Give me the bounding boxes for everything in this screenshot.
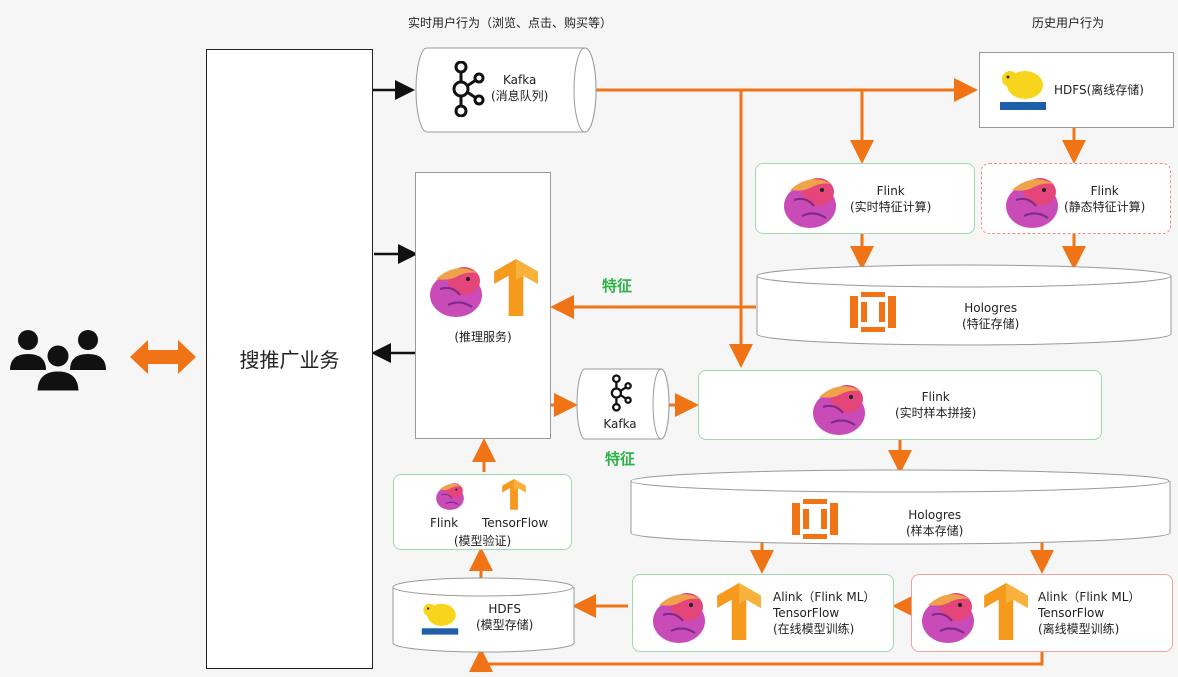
arrow-offline-loop [469,648,1044,672]
users-icon [8,326,108,398]
kafka-icon [445,60,485,121]
hadoop-icon [998,65,1048,117]
offline-training-sub: (离线模型训练) [1038,622,1120,636]
online-training-line1: Alink（Flink ML） [773,590,876,604]
inference-service-node: (推理服务) [415,172,551,439]
flink-icon [809,377,869,441]
offline-training-line1: Alink（Flink ML） [1038,590,1141,604]
hologres-icon [848,292,898,336]
hadoop-icon [420,599,460,641]
inference-sub: (推理服务) [454,330,512,344]
kafka-mid-name: Kafka [603,417,637,431]
flink-icon [1002,170,1062,234]
online-training-sub: (在线模型训练) [773,622,855,636]
online-training-line2: TensorFlow [773,606,840,620]
hologres-sample-sub: (样本存储) [906,524,964,538]
flink-icon [918,585,978,649]
flink-icon [780,170,840,234]
hdfs-model-node: HDFS (模型存储) [392,577,575,653]
flink-sample-sub: (实时样本拼接) [895,406,977,420]
online-training-node: Alink（Flink ML） TensorFlow (在线模型训练) [632,574,894,652]
flink-sample-join-node: Flink (实时样本拼接) [698,370,1102,440]
hdfs-offline-name: HDFS(离线存储) [1054,83,1144,97]
flink-sample-name: Flink [921,390,950,404]
kafka-icon [606,374,632,416]
hdfs-model-name: HDFS [488,602,521,616]
feature-label-bottom: 特征 [605,450,636,468]
flink-realtime-feature-node: Flink (实时特征计算) [755,163,975,234]
hologres-sample-name: Hologres [908,508,962,522]
hologres-feature-name: Hologres [964,301,1018,315]
hdfs-offline-node: HDFS(离线存储) [979,52,1174,128]
flink-static-sub: (静态特征计算) [1064,200,1146,214]
validation-flink: Flink [430,516,459,530]
hologres-sample-node: Hologres (样本存储) [630,469,1171,545]
users-business-double-arrow [130,340,196,374]
flink-icon [426,259,486,323]
flink-static-feature-node: Flink (静态特征计算) [981,163,1171,234]
tensorflow-icon [713,583,765,644]
kafka-top-node: Kafka (消息队列) [415,47,597,133]
offline-training-node: Alink（Flink ML） TensorFlow (离线模型训练) [911,574,1173,652]
hologres-feature-node: Hologres (特征存储) [756,264,1172,346]
online-training-label: Alink（Flink ML） TensorFlow (在线模型训练) [773,589,875,637]
history-behavior-label: 历史用户行为 [1032,16,1105,30]
flink-rt-sub: (实时特征计算) [850,200,932,214]
kafka-top-name: Kafka [503,73,537,87]
kafka-mid-node: Kafka [576,368,670,440]
tensorflow-icon [490,259,542,320]
validation-tensorflow: TensorFlow [482,516,549,530]
tensorflow-icon [500,479,528,514]
feature-label-top: 特征 [602,277,633,295]
hologres-icon [790,499,840,543]
flink-static-name: Flink [1090,184,1119,198]
offline-training-label: Alink（Flink ML） TensorFlow (离线模型训练) [1038,589,1140,637]
business-panel: 搜推广业务 [206,49,373,669]
business-label: 搜推广业务 [239,348,340,372]
hologres-feature-sub: (特征存储) [962,317,1020,331]
flink-icon [434,479,466,515]
flink-icon [649,585,709,649]
model-validation-node: Flink TensorFlow (模型验证) [393,474,572,550]
realtime-behavior-label: 实时用户行为（浏览、点击、购买等） [408,16,613,30]
hdfs-model-sub: (模型存储) [476,618,534,632]
tensorflow-icon [980,583,1032,644]
validation-sub: (模型验证) [453,534,512,548]
flink-rt-name: Flink [876,184,905,198]
offline-training-line2: TensorFlow [1038,606,1105,620]
kafka-top-sub: (消息队列) [491,89,549,103]
